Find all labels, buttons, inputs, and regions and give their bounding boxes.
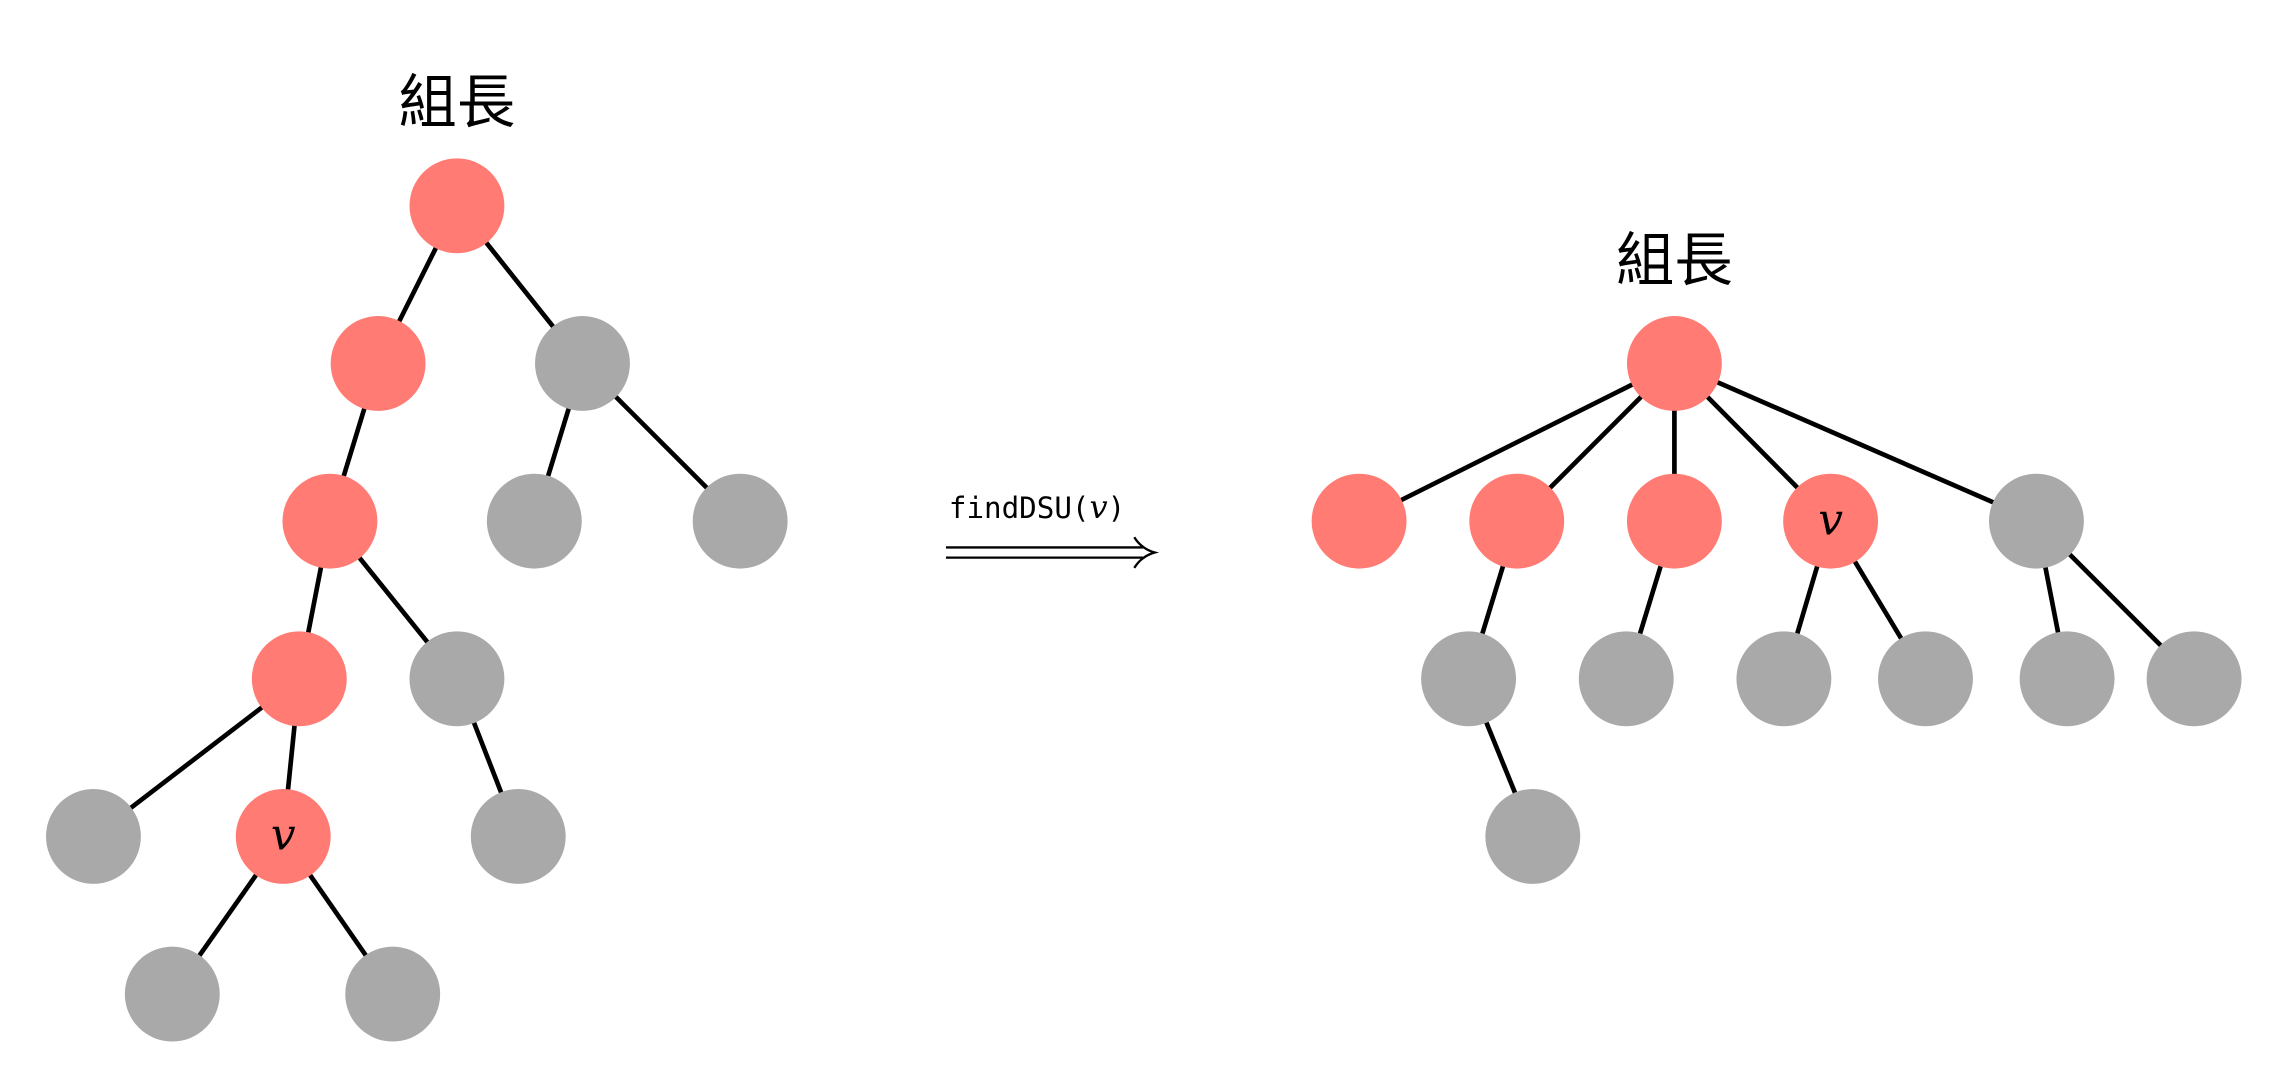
after-node-r2b [1485, 789, 1581, 884]
after-node-r1 [1311, 473, 1407, 569]
leader-label-after: 組長 [1616, 226, 1733, 294]
after-node-r3a [1578, 631, 1674, 727]
after-node-r2a [1421, 631, 1517, 727]
after-node-r4 [1783, 473, 1879, 569]
arrow-head-icon [1133, 536, 1160, 569]
before-node-J [470, 789, 566, 884]
before-node-K [124, 946, 220, 1042]
after-node-r4a [1736, 631, 1832, 727]
after-edge-R-r1 [1358, 361, 1676, 524]
tree-before: 組長 v [46, 69, 788, 1042]
before-node-L [345, 946, 441, 1042]
after-edge-R-r5 [1673, 361, 2038, 524]
before-node-I [46, 789, 141, 884]
before-node-F [692, 473, 788, 569]
leader-label-before: 組長 [399, 69, 516, 137]
before-node-label-V: v [271, 810, 296, 861]
after-node-R [1626, 316, 1722, 411]
after-node-r5 [1988, 473, 2084, 569]
after-node-r4b [1878, 631, 1973, 727]
before-node-E [486, 473, 582, 569]
after-node-r2 [1469, 473, 1565, 569]
before-node-C [535, 316, 630, 411]
before-node-A [409, 158, 505, 254]
after-node-label-r4: v [1818, 494, 1843, 545]
before-node-H [409, 631, 505, 727]
tree-after: 組長 v [1311, 226, 2242, 884]
before-node-V [235, 789, 331, 884]
before-node-D [282, 473, 378, 569]
after-node-r5a [2019, 631, 2115, 727]
after-node-r3 [1626, 473, 1722, 569]
before-node-G [251, 631, 347, 727]
after-node-r5b [2146, 631, 2242, 727]
operation-label: findDSU(v) [949, 488, 1125, 526]
before-node-B [330, 316, 426, 411]
find-arrow: findDSU(v) [945, 488, 1160, 569]
